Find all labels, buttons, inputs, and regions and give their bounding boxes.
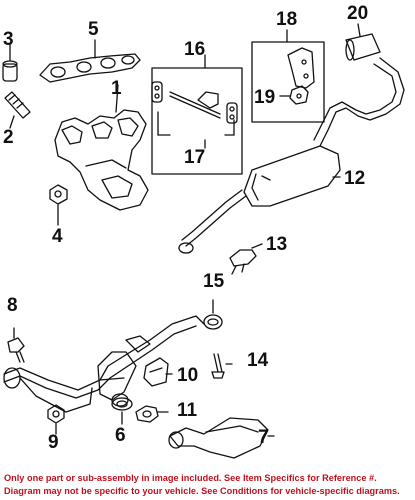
part-1-exhaust-manifold [54, 109, 149, 211]
callout-6: 6 [115, 425, 126, 446]
part-11-gasket [135, 405, 159, 423]
callout-20: 20 [347, 3, 369, 24]
callout-13: 13 [266, 234, 288, 255]
callout-17: 17 [184, 147, 206, 168]
disclaimer-line-2: Diagram may not be specific to your vehi… [4, 486, 400, 496]
part-19-insulator [289, 85, 309, 105]
part-3-gasket [2, 60, 18, 82]
disclaimer-line-1: Only one part or sub-assembly in image i… [4, 473, 377, 483]
part-18-19-box [251, 41, 325, 123]
callout-1: 1 [111, 78, 122, 99]
callout-5: 5 [88, 19, 99, 40]
callout-19: 19 [254, 87, 276, 108]
part-7-catalytic-converter [168, 417, 269, 459]
part-17-insulator [226, 102, 238, 124]
catalytic-converter-front-pipe [3, 315, 205, 413]
part-15-gasket [203, 314, 223, 330]
callout-9: 9 [48, 432, 59, 453]
callout-12: 12 [344, 168, 366, 189]
callout-3: 3 [3, 29, 14, 50]
part-18-hanger [287, 47, 315, 89]
callout-18: 18 [276, 9, 298, 30]
callout-11: 11 [177, 400, 198, 421]
part-20-tail-pipe-tip [345, 33, 381, 61]
part-8-bolt [7, 337, 25, 363]
part-5-manifold-gasket [39, 53, 141, 83]
callout-4: 4 [52, 226, 63, 247]
callout-10: 10 [177, 365, 199, 386]
part-9-nut [47, 404, 65, 424]
part-14-stud [211, 353, 225, 379]
part-12-muffler-assembly [178, 57, 405, 254]
part-4-nut [49, 184, 68, 205]
callout-16: 16 [184, 39, 206, 60]
part-10-heat-shield [143, 357, 169, 387]
callout-8: 8 [7, 295, 18, 316]
callout-7: 7 [258, 427, 269, 448]
part-2-stud [4, 91, 31, 119]
part-6-gasket [111, 397, 133, 411]
disclaimer-footer: Only one part or sub-assembly in image i… [0, 469, 415, 500]
callout-15: 15 [203, 271, 225, 292]
part-13-oxygen-sensor [229, 249, 257, 275]
callout-2: 2 [3, 127, 14, 148]
callout-14: 14 [247, 350, 269, 371]
part-16-hanger-bracket [151, 81, 221, 119]
part-16-17-box [151, 67, 243, 175]
